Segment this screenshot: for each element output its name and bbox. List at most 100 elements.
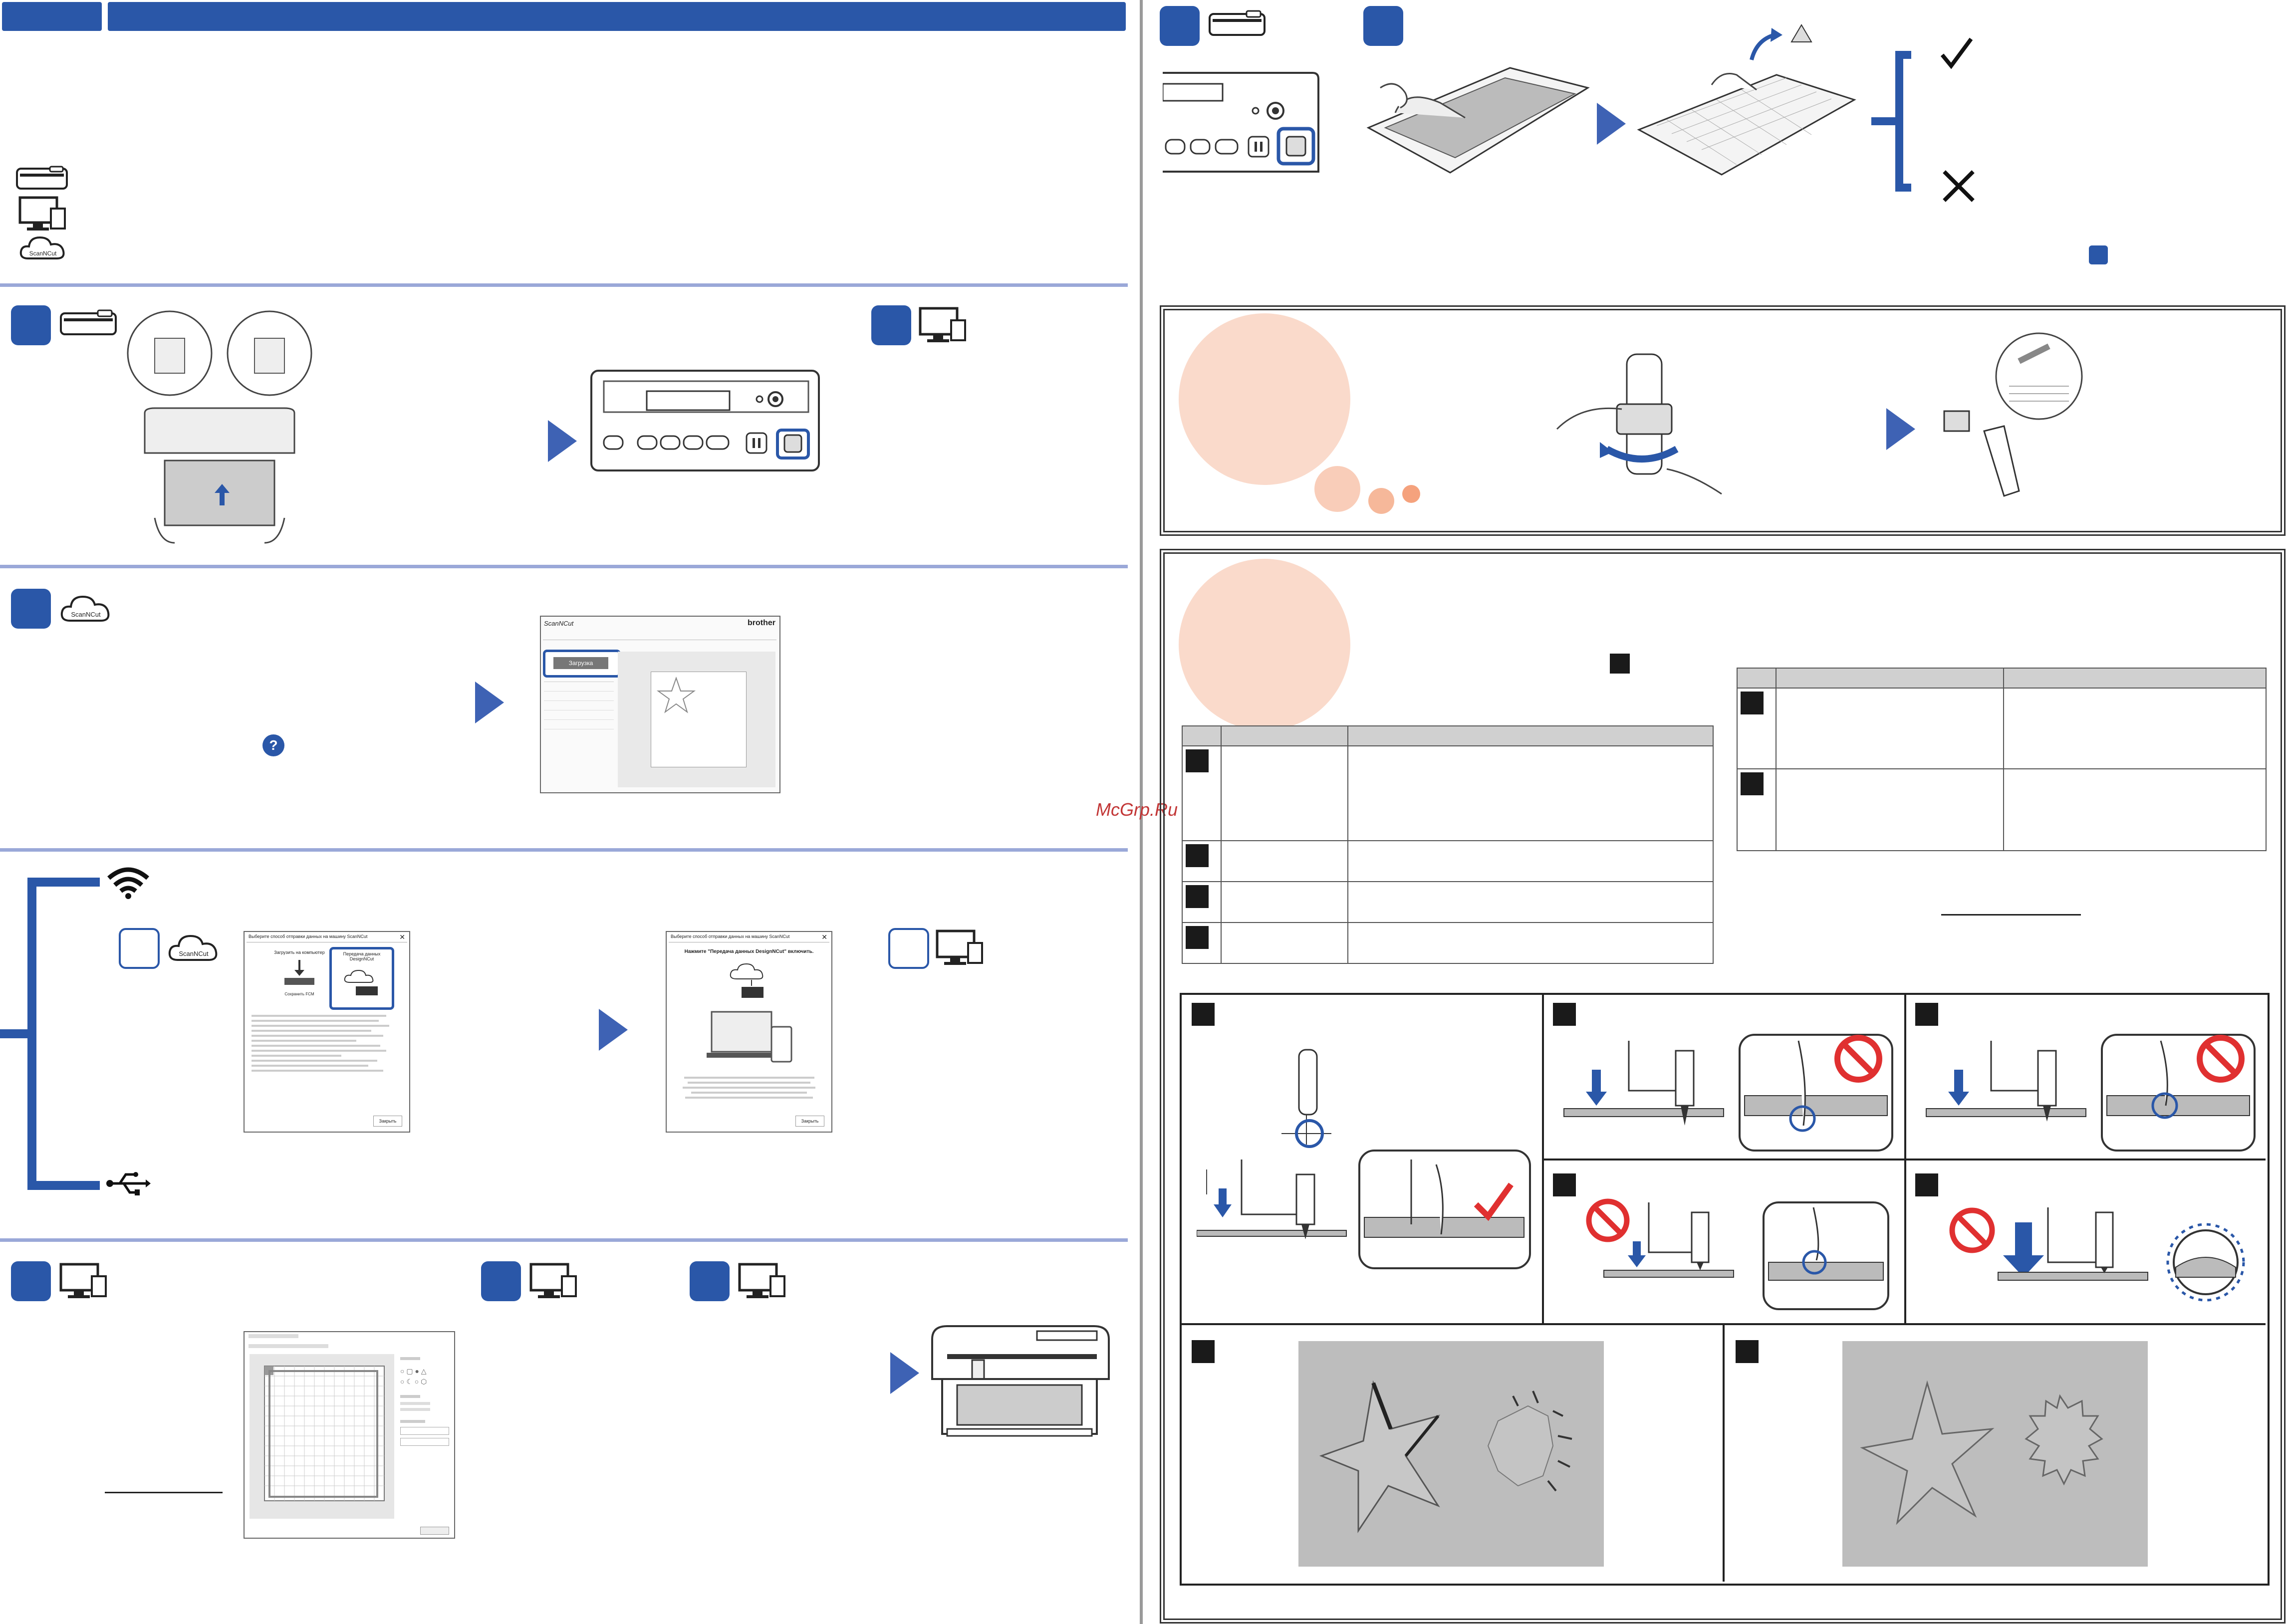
step-number-badge: [1363, 6, 1403, 46]
dialog-close-button[interactable]: Закрыть: [373, 1116, 402, 1127]
legend-machine-icon: [15, 165, 70, 193]
laptop-tablet-icon: [707, 1011, 792, 1063]
small-step-badge: [2089, 245, 2108, 264]
next-arrow: [890, 1352, 919, 1394]
section-separator-1: [0, 283, 1128, 287]
result-panel-bad: [1298, 1341, 1604, 1567]
step-number-badge: [11, 1261, 51, 1301]
step-number-badge: [11, 305, 51, 345]
next-arrow: [548, 420, 577, 462]
cloud-icon-label: ScanNCut: [71, 611, 101, 618]
pressure-blade-diagram: [1948, 1192, 2258, 1317]
step-number-badge: [1160, 6, 1200, 46]
blade-diagram-grid: [1180, 993, 2270, 1586]
blade-depth-box-outer: [1160, 549, 2286, 1624]
option-transfer-highlight[interactable]: Передача данных DesignNCut: [329, 947, 394, 1010]
machine-cutting-illustration: [927, 1324, 1114, 1444]
peach-decor: [1177, 313, 1436, 523]
cross-icon: [1941, 169, 1976, 204]
section-separator-4: [0, 1238, 1128, 1242]
cloud-icon-label: ScanNCut: [179, 950, 209, 957]
save-fcm-note: Сохранить FCM: [284, 992, 314, 996]
dialog-info-lines: [677, 1074, 821, 1102]
app-logo: ScanNCut: [544, 620, 574, 627]
legend-cloud-icon: ScanNCut: [18, 233, 68, 263]
blade-depth-box-inner: [1163, 552, 2282, 1620]
svg-text:?: ?: [269, 737, 277, 753]
transfer-enabled-dialog: Выберите способ отправки данных на машин…: [666, 931, 832, 1133]
next-arrow: [1886, 408, 1915, 450]
control-panel-closeup: [1163, 71, 1320, 176]
option-download-label: Загрузить на компьютер: [274, 950, 325, 955]
underline-rule: [1941, 914, 2081, 916]
section-separator-3: [0, 848, 1128, 852]
option-badge-computer: [888, 928, 929, 969]
header-bar: [108, 2, 1126, 31]
dialog-close-button[interactable]: Закрыть: [795, 1116, 824, 1127]
machine-icon: [59, 308, 119, 338]
option-badge-cloud: [119, 928, 160, 969]
section-separator-2: [0, 565, 1128, 568]
computer-icon: [59, 1262, 109, 1300]
help-icon[interactable]: ?: [261, 733, 285, 757]
legend-computer-icon: [18, 196, 68, 232]
usb-icon: [106, 1169, 151, 1197]
blade-care-box-outer: [1160, 305, 2286, 536]
computer-icon: [918, 306, 968, 344]
download-button[interactable]: Загрузка: [553, 657, 608, 669]
next-arrow: [1597, 103, 1626, 145]
app-side-panel: [544, 682, 614, 742]
shape-options: ○ ▢ ● △ ○ ☾ ○ ⬡: [400, 1357, 450, 1449]
computer-icon: [738, 1262, 787, 1300]
connection-bracket: [0, 874, 110, 1193]
load-mat-illustration: [125, 308, 314, 548]
close-icon[interactable]: ✕: [399, 933, 405, 941]
send-method-dialog: Выберите способ отправки данных на машин…: [244, 931, 410, 1133]
machine-icon: [1208, 9, 1268, 39]
check-icon: [1939, 36, 1974, 71]
download-computer-icon: [279, 958, 319, 988]
app-canvas-area: [618, 652, 775, 787]
cloud-to-machine-icon: [730, 963, 763, 998]
control-panel-illustration: [590, 369, 820, 472]
ok-button[interactable]: [420, 1527, 449, 1535]
computer-icon: [529, 1262, 579, 1300]
deep-blade-diagram: [1921, 1031, 2261, 1156]
check-cut-illustration: [1637, 20, 1856, 180]
wifi-icon: [106, 864, 151, 899]
header-tab-small: [2, 2, 102, 31]
blade-cleaning-illustration: [1929, 331, 2089, 511]
page-divider: [1140, 0, 1143, 1624]
black-step-badge: [1553, 1003, 1576, 1026]
dialog-info-lines: [252, 1012, 401, 1102]
close-icon[interactable]: ✕: [821, 933, 827, 941]
step-number-badge: [481, 1261, 521, 1301]
shallow-blade-diagram: [1584, 1192, 1893, 1317]
app-canvas: [651, 672, 747, 767]
black-step-badge: [1553, 1173, 1576, 1196]
adjustment-table-right: [1737, 668, 2267, 851]
cloud-icon: ScanNCut: [167, 931, 222, 966]
blade-care-box-inner: [1163, 309, 2282, 532]
brother-logo: brother: [748, 619, 775, 627]
dialog-heading: Нажмите "Передача данных DesignNCut" вкл…: [684, 949, 814, 954]
black-step-badge: [1192, 1340, 1215, 1363]
black-step-badge: [1610, 654, 1630, 674]
app-screenshot: ScanNCut brother Загрузка: [540, 616, 780, 793]
option-transfer-label: Передача данных DesignNCut: [343, 951, 381, 961]
result-bracket: [1869, 49, 1919, 194]
black-step-badge: [1736, 1340, 1759, 1363]
underline-rule: [105, 1492, 223, 1493]
peel-mat-illustration: [1365, 58, 1590, 178]
cloud-icon: ScanNCut: [59, 592, 114, 627]
mat-preview: [250, 1354, 394, 1519]
black-step-badge: [1192, 1003, 1215, 1026]
next-arrow: [599, 1009, 628, 1051]
next-arrow: [475, 682, 504, 723]
correct-blade-diagram: [1197, 1045, 1536, 1274]
blade-holder-twist-illustration: [1552, 344, 1727, 514]
legend-cloud-label: ScanNCut: [29, 250, 57, 257]
dialog-title: Выберите способ отправки данных на машин…: [671, 934, 790, 939]
step-number-badge: [690, 1261, 730, 1301]
result-panel-good: [1842, 1341, 2148, 1567]
